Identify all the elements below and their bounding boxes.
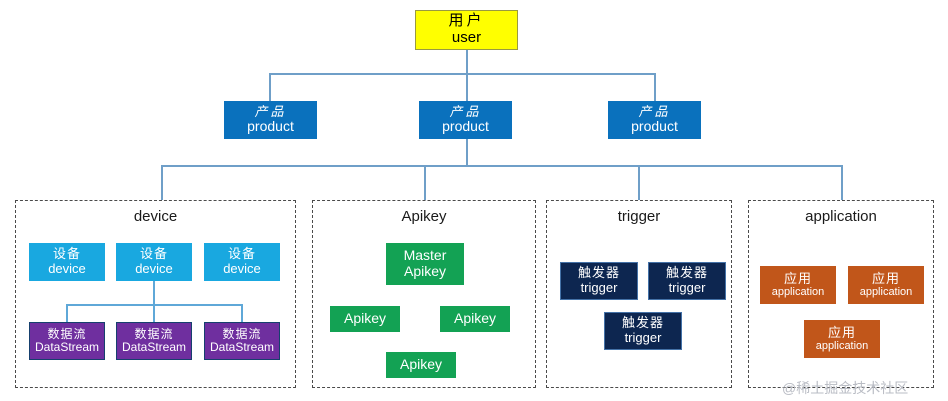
node-product-1[interactable]: 产品 product	[224, 101, 317, 139]
node-datastream-3[interactable]: 数据流 DataStream	[204, 322, 280, 360]
node-application-3[interactable]: 应用 application	[804, 320, 880, 358]
node-product-2-label-cn: 产品	[449, 103, 482, 119]
connector-group-apikey-drop	[424, 165, 426, 200]
node-apikey-master-line1: Master	[403, 247, 447, 264]
connector-datastream-1-drop	[66, 304, 68, 322]
node-apikey-master[interactable]: Master Apikey	[386, 243, 464, 285]
connector-product-1-drop	[269, 73, 271, 101]
node-device-2[interactable]: 设备 device	[116, 243, 192, 281]
node-apikey-3[interactable]: Apikey	[386, 352, 456, 378]
node-datastream-2[interactable]: 数据流 DataStream	[116, 322, 192, 360]
node-trigger-1-label-cn: 触发器	[577, 265, 620, 281]
node-application-2[interactable]: 应用 application	[848, 266, 924, 304]
node-user[interactable]: 用户 user	[415, 10, 518, 50]
node-trigger-2-label-cn: 触发器	[665, 265, 708, 281]
group-apikey	[312, 200, 536, 388]
node-device-3[interactable]: 设备 device	[204, 243, 280, 281]
node-user-label-cn: 用户	[448, 12, 485, 30]
node-trigger-1-label-en: trigger	[580, 280, 618, 295]
node-device-2-label-en: device	[135, 261, 173, 276]
connector-datastream-2-drop	[153, 304, 155, 322]
connector-user-down	[466, 50, 468, 73]
node-datastream-3-label-cn: 数据流	[222, 326, 262, 341]
node-datastream-3-label-en: DataStream	[209, 340, 275, 354]
group-trigger	[546, 200, 732, 388]
group-trigger-title: trigger	[617, 208, 661, 225]
connector-group-device-drop	[161, 165, 163, 200]
connector-group-bus	[161, 165, 841, 167]
connector-product-bus	[269, 73, 654, 75]
node-datastream-2-label-en: DataStream	[121, 340, 187, 354]
node-trigger-3[interactable]: 触发器 trigger	[604, 312, 682, 350]
node-application-2-label-en: application	[859, 286, 913, 299]
node-device-3-label-en: device	[223, 261, 261, 276]
connector-group-application-drop	[841, 165, 843, 200]
node-device-1-label-en: device	[48, 261, 86, 276]
node-trigger-1[interactable]: 触发器 trigger	[560, 262, 638, 300]
node-application-1-label-en: application	[771, 286, 825, 299]
group-apikey-title: Apikey	[401, 208, 447, 225]
node-apikey-3-label: Apikey	[399, 356, 443, 373]
node-product-3-label-en: product	[631, 118, 678, 135]
node-datastream-1-label-en: DataStream	[34, 340, 100, 354]
node-device-1[interactable]: 设备 device	[29, 243, 105, 281]
node-trigger-3-label-en: trigger	[624, 330, 662, 345]
node-apikey-2-label: Apikey	[453, 310, 497, 327]
node-application-1[interactable]: 应用 application	[760, 266, 836, 304]
group-application	[748, 200, 934, 388]
node-trigger-2-label-en: trigger	[668, 280, 706, 295]
node-application-3-label-en: application	[815, 340, 869, 353]
node-application-3-label-cn: 应用	[827, 324, 856, 340]
node-apikey-1[interactable]: Apikey	[330, 306, 400, 332]
group-device	[15, 200, 296, 388]
connector-group-trigger-drop	[638, 165, 640, 200]
node-datastream-2-label-cn: 数据流	[134, 326, 174, 341]
node-device-2-label-cn: 设备	[139, 246, 168, 262]
node-application-2-label-cn: 应用	[871, 270, 900, 286]
connector-product-3-drop	[654, 73, 656, 101]
node-product-3-label-cn: 产品	[638, 103, 671, 119]
connector-product2-down	[466, 139, 468, 165]
node-apikey-1-label: Apikey	[343, 310, 387, 327]
connector-device-down	[153, 281, 155, 304]
node-datastream-1[interactable]: 数据流 DataStream	[29, 322, 105, 360]
node-product-1-label-cn: 产品	[254, 103, 287, 119]
node-application-1-label-cn: 应用	[783, 270, 812, 286]
node-product-1-label-en: product	[247, 118, 294, 135]
node-product-2[interactable]: 产品 product	[419, 101, 512, 139]
node-device-1-label-cn: 设备	[52, 246, 81, 262]
node-apikey-master-line2: Apikey	[403, 263, 447, 279]
node-datastream-1-label-cn: 数据流	[47, 326, 87, 341]
group-device-title: device	[133, 208, 178, 225]
connector-datastream-3-drop	[241, 304, 243, 322]
watermark: @稀土掘金技术社区	[782, 380, 909, 396]
node-apikey-2[interactable]: Apikey	[440, 306, 510, 332]
group-application-title: application	[805, 208, 877, 225]
node-trigger-2[interactable]: 触发器 trigger	[648, 262, 726, 300]
node-device-3-label-cn: 设备	[227, 246, 256, 262]
connector-product-2-drop	[466, 73, 468, 101]
node-product-2-label-en: product	[442, 118, 489, 135]
node-trigger-3-label-cn: 触发器	[621, 315, 664, 331]
node-product-3[interactable]: 产品 product	[608, 101, 701, 139]
node-user-label-en: user	[451, 29, 482, 46]
